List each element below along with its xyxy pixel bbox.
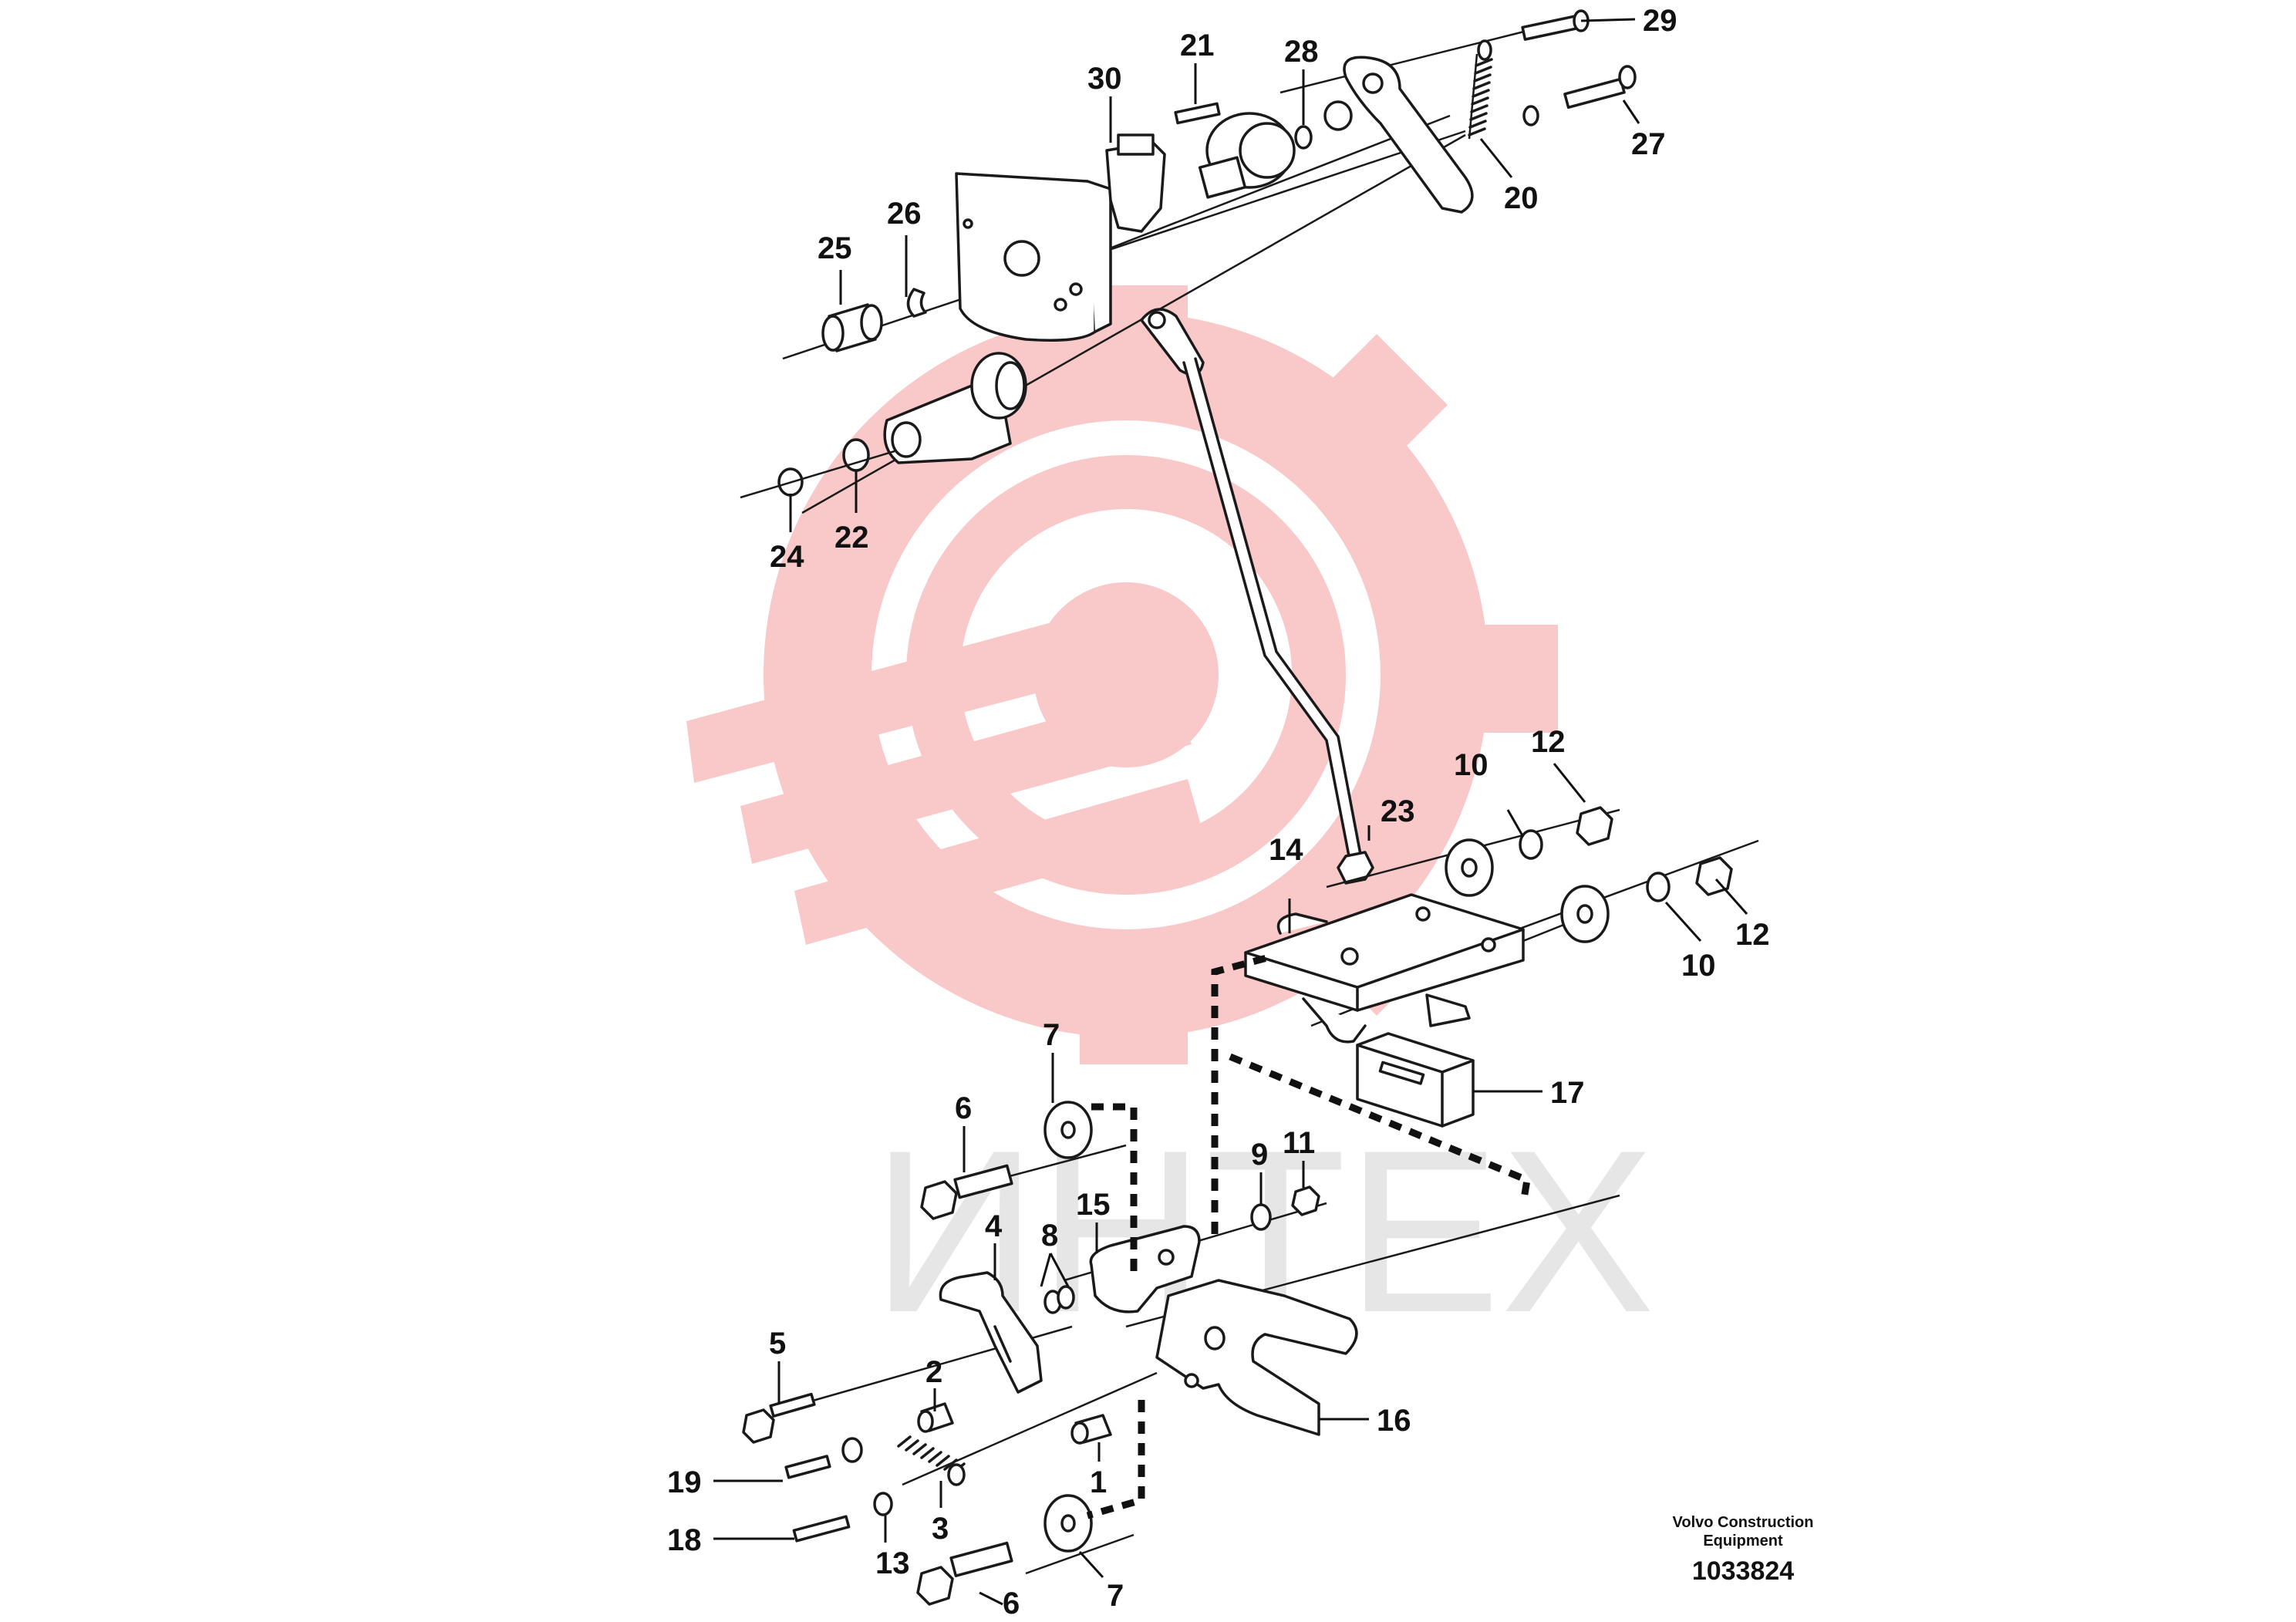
middle-assembly [1244, 806, 1759, 1128]
upper-assembly [740, 9, 1637, 885]
lever-arm [1343, 56, 1474, 214]
callout-19: 19 [667, 1465, 702, 1499]
callout-13: 13 [875, 1546, 910, 1580]
pin-1 [1070, 1414, 1112, 1445]
callout-4: 4 [985, 1209, 1003, 1243]
callout-8: 8 [1041, 1219, 1058, 1253]
callout-2: 2 [925, 1355, 942, 1389]
bolt-6-upper [920, 1164, 1013, 1220]
credit-block: Volvo Construction Equipment 1033824 [1673, 1514, 1814, 1586]
spring-3 [897, 1435, 966, 1486]
bushing [821, 303, 883, 352]
washer-28 [1294, 125, 1313, 150]
washer-8b [1057, 1285, 1075, 1310]
callout-30: 30 [1087, 62, 1122, 96]
screw-18 [792, 1515, 851, 1543]
nut-11 [1291, 1185, 1320, 1216]
callout-10-lower: 10 [1681, 949, 1716, 983]
figure-number: 1033824 [1692, 1556, 1794, 1586]
nut-23 [1337, 851, 1374, 885]
screw-21 [1174, 102, 1221, 125]
callout-28: 28 [1284, 35, 1319, 69]
callout-22: 22 [834, 521, 869, 555]
callout-21: 21 [1180, 29, 1215, 62]
spacer-2 [917, 1402, 954, 1433]
washer-10-lower [1646, 872, 1671, 902]
credit-company-line2: Equipment [1703, 1533, 1783, 1549]
nut [1323, 100, 1353, 131]
credit-company-line1: Volvo Construction [1673, 1514, 1814, 1531]
retaining-clip [906, 288, 927, 318]
assembly-dashes [1086, 953, 1532, 1519]
callout-6-upper: 6 [955, 1091, 972, 1125]
callout-27: 27 [1631, 127, 1666, 161]
callout-25: 25 [818, 231, 852, 265]
callout-15: 15 [1076, 1188, 1111, 1222]
bolt-29 [1521, 9, 1590, 41]
bracket-4 [939, 1271, 1043, 1394]
callouts: 29 21 28 30 27 20 26 25 24 22 10 12 23 1… [667, 4, 1770, 1620]
callout-12-lower: 12 [1735, 918, 1770, 952]
washer-13 [873, 1492, 893, 1516]
callout-5: 5 [769, 1327, 786, 1361]
callout-16: 16 [1377, 1404, 1411, 1438]
callout-12-upper: 12 [1531, 725, 1566, 759]
callout-17: 17 [1550, 1076, 1585, 1110]
pedal-pad [1356, 1032, 1475, 1128]
callout-11: 11 [1283, 1126, 1315, 1160]
pedal-16 [1155, 1279, 1358, 1436]
bolt-5 [742, 1392, 816, 1444]
washer-9 [1250, 1203, 1272, 1231]
bolt-6-lower [916, 1541, 1013, 1606]
return-spring [1468, 39, 1493, 140]
clevis-yoke [883, 352, 1027, 464]
bolt-27 [1522, 65, 1637, 126]
washer-10-upper [1519, 829, 1543, 860]
callout-26: 26 [887, 197, 922, 231]
callout-7-lower: 7 [1107, 1579, 1124, 1613]
callout-1: 1 [1090, 1465, 1107, 1499]
washer-19 [841, 1437, 863, 1463]
callout-24: 24 [770, 540, 804, 574]
lower-assembly [742, 1101, 1620, 1606]
callout-14: 14 [1269, 833, 1303, 867]
callout-23: 23 [1381, 794, 1415, 828]
callout-9: 9 [1251, 1138, 1268, 1172]
callout-29: 29 [1643, 4, 1677, 38]
callout-18: 18 [667, 1523, 702, 1557]
leader-lines [713, 18, 1748, 1606]
screw-19 [784, 1455, 831, 1479]
callout-10-upper: 10 [1454, 748, 1489, 782]
position-sensor [1105, 141, 1166, 233]
callout-20: 20 [1504, 181, 1539, 215]
callout-3: 3 [932, 1512, 949, 1546]
callout-6-lower: 6 [1003, 1587, 1020, 1620]
nut-12-upper [1576, 806, 1613, 846]
callout-7-upper: 7 [1043, 1018, 1060, 1052]
